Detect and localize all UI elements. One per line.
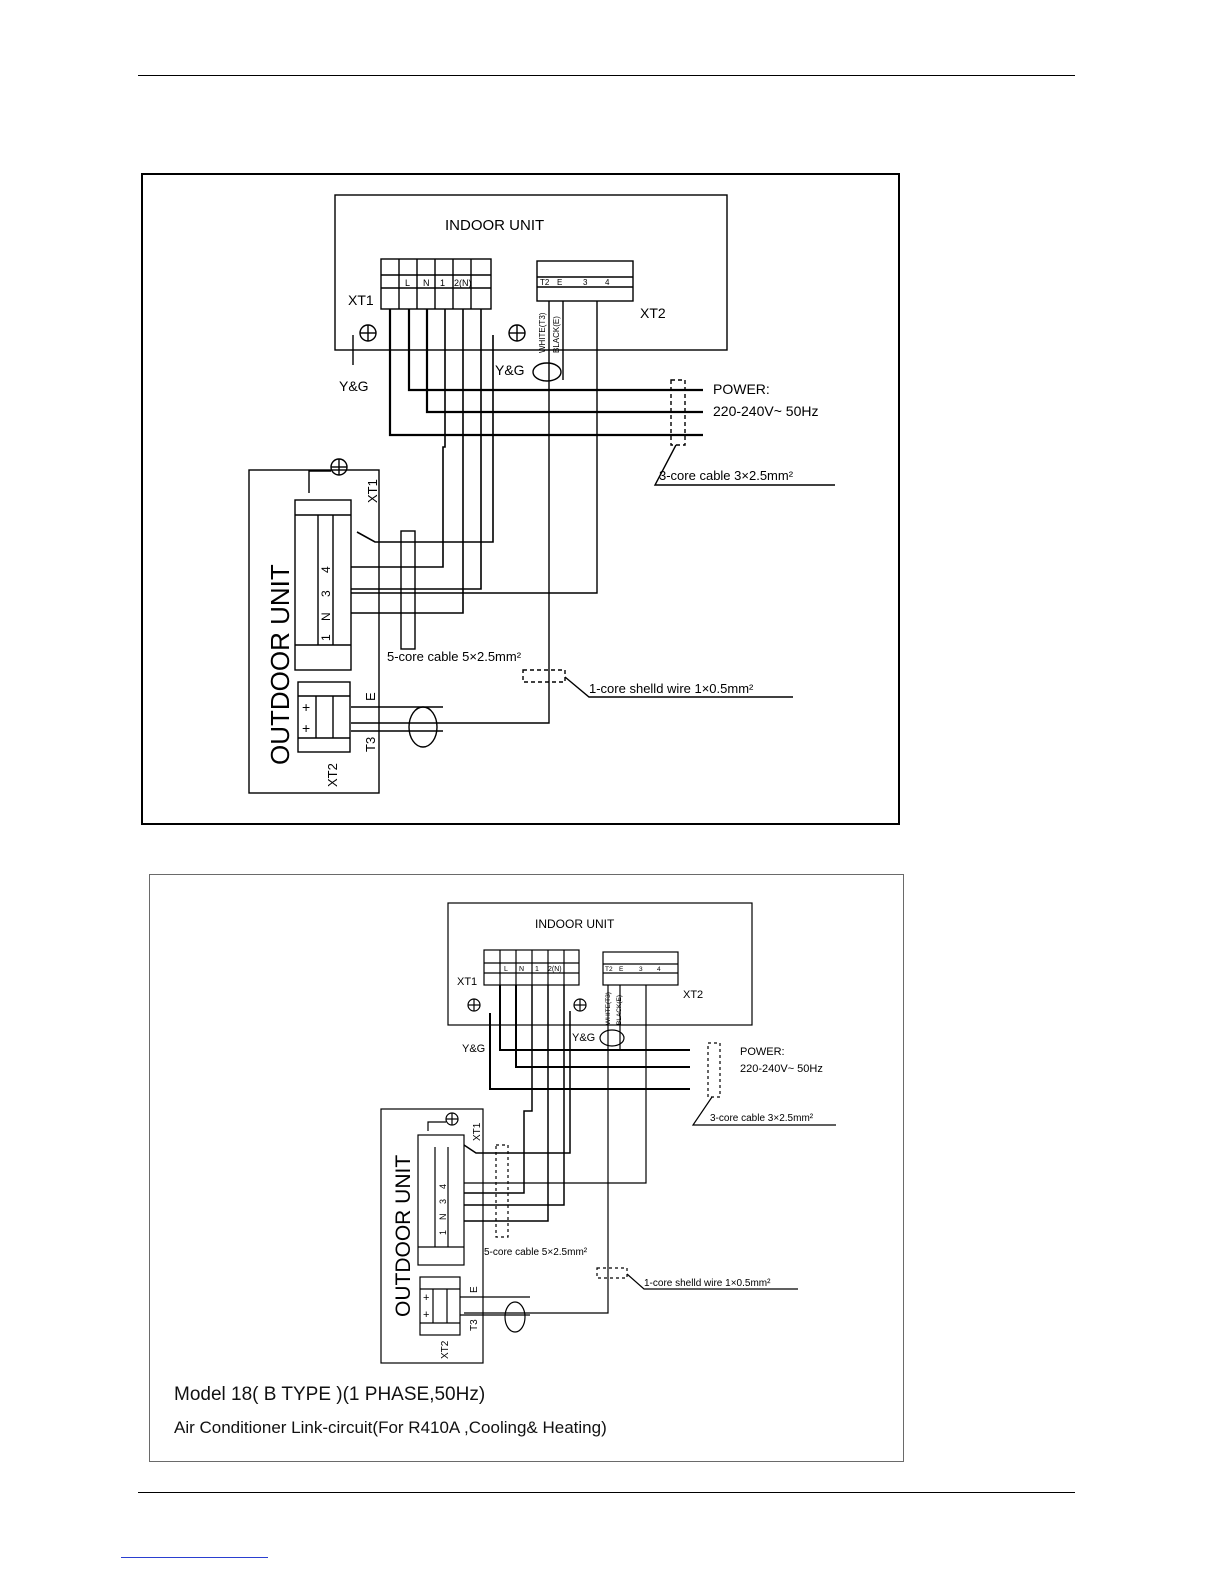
cable-5core-label: 5-core cable 5×2.5mm² <box>387 649 522 664</box>
yg-label: Y&G <box>462 1043 485 1055</box>
cable-1core-label: 1-core shelld wire 1×0.5mm² <box>644 1278 771 1289</box>
outdoor-xt1-label: XT1 <box>472 1122 483 1141</box>
footer-link-underline[interactable] <box>121 1557 268 1558</box>
outdoor-xt2-label: XT2 <box>325 763 340 787</box>
outdoor-e-label: E <box>469 1286 480 1293</box>
terminal-label: 1 <box>319 634 333 641</box>
outdoor-xt1-block <box>294 499 352 671</box>
indoor-unit-box <box>447 902 753 1026</box>
outdoor-xt2-block <box>419 1276 461 1336</box>
terminal-label: 3 <box>319 590 333 597</box>
outdoor-unit-label: OUTDOOR UNIT <box>265 564 295 765</box>
model-caption: Model 18( B TYPE )(1 PHASE,50Hz) <box>174 1384 486 1405</box>
terminal-label: 3 <box>639 966 643 973</box>
outdoor-unit-label: OUTDOOR UNIT <box>392 1155 415 1317</box>
footer-rule <box>138 1492 1075 1493</box>
power-spec: 220-240V~ 50Hz <box>713 403 818 419</box>
outdoor-e-label: E <box>363 692 378 701</box>
outdoor-unit-box <box>380 1108 484 1364</box>
terminal-label: 1 <box>535 966 539 973</box>
indoor-unit-box <box>334 194 728 351</box>
terminal-label: 1 <box>440 278 445 288</box>
terminal-label: N <box>319 612 333 621</box>
xt2-symbol: + <box>423 1309 429 1321</box>
wire-color-label: BLACK(E) <box>552 316 561 353</box>
outdoor-t3-label: T3 <box>363 737 378 752</box>
indoor-xt2-block <box>602 951 679 986</box>
wire-color-label: WHITE(T3) <box>538 312 547 353</box>
yg-label: Y&G <box>495 362 525 378</box>
terminal-label: 4 <box>438 1184 448 1189</box>
wiring-diagram-frame-1: INDOOR UNIT XT1 XT2 L N 1 2(N) T2 E 3 4 … <box>141 173 900 825</box>
wire-color-label: BLACK(E) <box>616 995 623 1025</box>
indoor-unit-label: INDOOR UNIT <box>535 917 615 931</box>
terminal-label: 2(N) <box>548 966 562 973</box>
cable-5core-label: 5-core cable 5×2.5mm² <box>484 1247 588 1258</box>
yg-label: Y&G <box>339 378 369 394</box>
wiring-diagram-1: INDOOR UNIT XT1 XT2 L N 1 2(N) T2 E 3 4 … <box>248 194 835 794</box>
terminal-label: T2 <box>605 966 613 973</box>
terminal-label: 4 <box>657 966 661 973</box>
description-caption: Air Conditioner Link-circuit(For R410A ,… <box>174 1418 607 1437</box>
cable-1core-label: 1-core shelld wire 1×0.5mm² <box>589 681 754 696</box>
xt2-symbol: + <box>423 1292 429 1304</box>
indoor-xt2-block <box>536 260 634 302</box>
outdoor-xt2-label: XT2 <box>440 1340 451 1359</box>
cable-3core-label: 3-core cable 3×2.5mm² <box>710 1113 814 1124</box>
power-label: POWER: <box>713 381 770 397</box>
terminal-label: N <box>423 278 430 288</box>
yg-label: Y&G <box>572 1032 595 1044</box>
terminal-label: L <box>405 278 410 288</box>
indoor-unit-label: INDOOR UNIT <box>445 217 544 234</box>
header-rule <box>138 75 1075 76</box>
indoor-xt1-label: XT1 <box>348 292 374 308</box>
indoor-xt1-label: XT1 <box>457 976 477 988</box>
wire-color-label: WHITE(T3) <box>605 992 612 1025</box>
terminal-label: E <box>557 278 562 287</box>
outdoor-unit-box <box>248 469 380 794</box>
cable-3core-label: 3-core cable 3×2.5mm² <box>659 468 794 483</box>
outdoor-xt1-block <box>417 1134 465 1266</box>
outdoor-xt1-label: XT1 <box>365 479 380 503</box>
terminal-label: 1 <box>438 1230 448 1235</box>
terminal-label: T2 <box>540 278 550 287</box>
terminal-label: N <box>519 966 524 973</box>
terminal-label: L <box>504 966 508 973</box>
xt2-symbol: + <box>302 720 310 736</box>
terminal-label: E <box>619 966 624 973</box>
wiring-diagram-frame-2: INDOOR UNIT XT1 XT2 L N 1 2(N) T2 E 3 4 … <box>149 874 904 1462</box>
outdoor-xt2-block <box>297 681 351 753</box>
terminal-label: 4 <box>319 566 333 573</box>
indoor-xt2-label: XT2 <box>683 989 703 1001</box>
terminal-label: 4 <box>605 278 610 287</box>
power-spec: 220-240V~ 50Hz <box>740 1063 823 1075</box>
outdoor-t3-label: T3 <box>469 1319 480 1331</box>
xt2-symbol: + <box>302 699 310 715</box>
terminal-label: 3 <box>583 278 588 287</box>
terminal-label: 3 <box>438 1199 448 1204</box>
terminal-label: N <box>438 1214 448 1221</box>
power-label: POWER: <box>740 1046 785 1058</box>
indoor-xt1-block <box>380 258 492 310</box>
wiring-diagram-2: INDOOR UNIT XT1 XT2 L N 1 2(N) T2 E 3 4 … <box>380 902 836 1364</box>
terminal-label: 2(N) <box>454 278 472 288</box>
indoor-xt2-label: XT2 <box>640 305 666 321</box>
